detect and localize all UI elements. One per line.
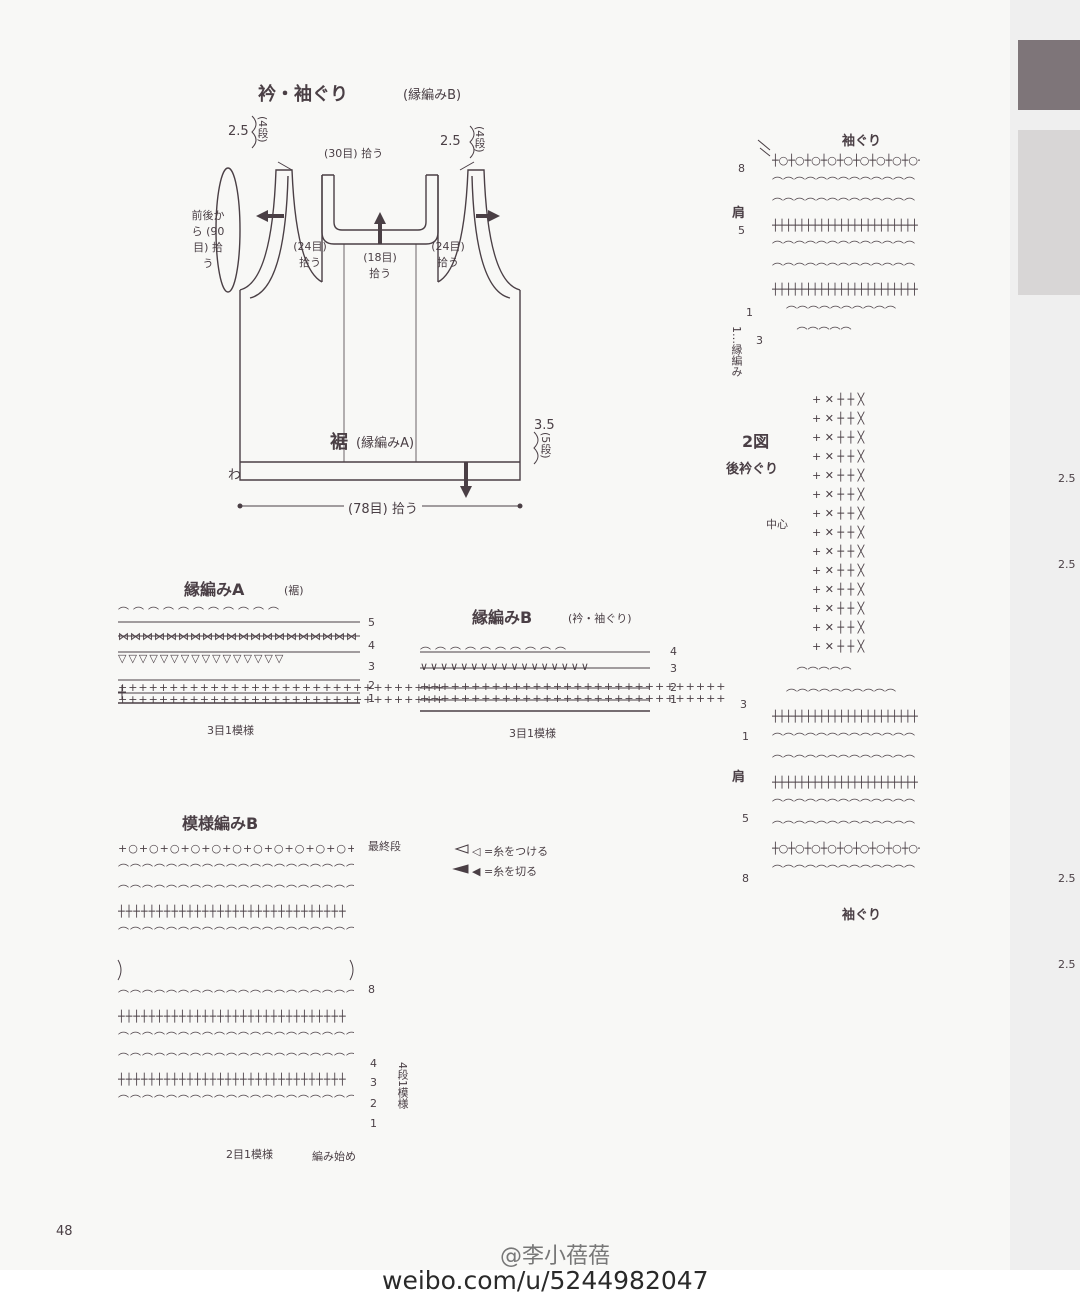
fig2-row-1-bottom: 1 xyxy=(742,730,749,743)
neck-armhole-title-sub: (縁編みB) xyxy=(403,88,462,103)
right-band-width: 2.5 xyxy=(440,134,461,149)
pattern-b-start: 編み始め xyxy=(312,1150,356,1163)
neck-armhole-title: 衿・袖ぐり xyxy=(258,84,348,105)
edge-a-row5-marks: ⌒⌒⌒⌒⌒⌒⌒⌒⌒⌒⌒ xyxy=(118,606,283,619)
front-back-count: 前後から (90目) 拾う xyxy=(191,209,225,270)
hem-width: 3.5 xyxy=(534,418,555,433)
edge-b-sub: (衿・袖ぐり) xyxy=(568,612,632,625)
ring-label: わ xyxy=(228,468,242,483)
fig2-lower-block: ⌒⌒⌒⌒⌒ ⌒⌒⌒⌒⌒⌒⌒⌒⌒⌒ ┼┼┼┼┼┼┼┼┼┼┼┼┼┼┼┼┼┼┼┼┼┼ … xyxy=(772,666,920,877)
edge-a-row4-marks: ⋈⋈⋈⋈⋈⋈⋈⋈⋈⋈⋈⋈⋈⋈⋈⋈⋈⋈⋈⋈ xyxy=(118,630,358,643)
chapter-band xyxy=(1018,130,1080,295)
fig2-edge-label: 1…縁編み xyxy=(730,326,743,377)
fig2-neck-block: + ✕ ┼ ┼ ╳+ ✕ ┼ ┼ ╳+ ✕ ┼ ┼ ╳+ ✕ ┼ ┼ ╳ + ✕… xyxy=(812,393,865,653)
edge-b-chart xyxy=(420,651,650,712)
fig2-subtitle: 後衿ぐり xyxy=(726,462,779,477)
left-band-rows: (4段) xyxy=(256,116,269,143)
edge-b-row-1: 1 xyxy=(670,693,677,706)
side-mark-4: 2.5 xyxy=(1058,958,1076,971)
fig2-armhole-top: 袖ぐり xyxy=(842,134,882,149)
fig2-shoulder-bottom: 肩 xyxy=(732,770,746,785)
book-page xyxy=(0,0,1010,1302)
edge-b-row-3: 3 xyxy=(670,662,677,675)
edge-a-title: 縁編みA xyxy=(184,580,245,599)
pattern-b-row-3: 3 xyxy=(370,1076,377,1089)
armhole-left-count: (24目) 拾う xyxy=(293,240,327,269)
pattern-b-rows: +○+○+○+○+○+○+○+○+○+○+○+○+○+○+○+○+○+○ ⌒⌒⌒… xyxy=(118,842,354,1107)
neck-center-count: (18目) 拾う xyxy=(363,251,397,280)
fig2-row-3-top: 3 xyxy=(756,334,763,347)
pattern-b-row-1: 1 xyxy=(370,1117,377,1130)
page-number: 48 xyxy=(56,1224,73,1239)
legend-attach: ◁ =糸をつける xyxy=(472,845,549,858)
neck-top-count: (30目) 拾う xyxy=(324,147,384,160)
pattern-b-title: 模様編みB xyxy=(182,814,259,833)
left-band-width: 2.5 xyxy=(228,124,249,139)
fig2-row-3-bottom: 3 xyxy=(740,698,747,711)
pattern-b-row-2: 2 xyxy=(370,1097,377,1110)
right-band-rows: (4段) xyxy=(473,126,486,153)
fig2-row-1-top: 1 xyxy=(746,306,753,319)
fig2-center: 中心 xyxy=(766,518,788,531)
legend-cut: ◀ =糸を切る xyxy=(472,865,538,878)
pattern-b-chart xyxy=(117,959,354,981)
watermark-url: weibo.com/u/5244982047 xyxy=(382,1266,709,1295)
edge-b-row-4: 4 xyxy=(670,645,677,658)
edge-b-row4-marks: ⌒⌒⌒⌒⌒⌒⌒⌒⌒⌒ xyxy=(420,646,570,659)
pattern-b-row-8: 8 xyxy=(368,983,375,996)
edge-a-row3-marks: ▽▽▽▽▽▽▽▽▽▽▽▽▽▽▽▽ xyxy=(118,652,286,665)
edge-a-row-2: 2 xyxy=(368,679,375,692)
pattern-b-last-row: 最終段 xyxy=(368,840,401,853)
watermark-handle: @李小蓓蓓 xyxy=(500,1244,611,1269)
fig2-row-5-top: 5 xyxy=(738,224,745,237)
edge-a-row-4: 4 xyxy=(368,639,375,652)
fig2-row-8-top: 8 xyxy=(738,162,745,175)
edge-a-sub: (裾) xyxy=(284,584,304,597)
fig2-armhole-bottom: 袖ぐり xyxy=(842,908,882,923)
legend-symbols xyxy=(452,844,469,874)
edge-a-chart xyxy=(118,621,360,704)
garment-markers xyxy=(237,210,523,509)
edge-a-row-3: 3 xyxy=(368,660,375,673)
edge-b-row2-marks: ++++++++++++++++++++++++++++++ xyxy=(420,680,727,693)
fig2-shoulder-top: 肩 xyxy=(732,206,746,221)
armhole-right-count: (24目) 拾う xyxy=(431,240,465,269)
bottom-count: (78目) 拾う xyxy=(344,498,422,517)
fig2-title: 2図 xyxy=(742,432,770,451)
side-mark-2: 2.5 xyxy=(1058,558,1076,571)
hem-rows: (5段) xyxy=(539,432,552,459)
edge-b-repeat: 3目1模様 xyxy=(509,727,556,740)
hem-label: 裾 xyxy=(330,432,348,453)
garment-outline xyxy=(215,167,521,507)
edge-b-row3-marks: ∨∨∨∨∨∨∨∨∨∨∨∨∨∨∨∨∨ xyxy=(420,660,591,673)
edge-b-row-2: 2 xyxy=(670,681,677,694)
edge-b-title: 縁編みB xyxy=(472,608,533,627)
chapter-tab xyxy=(1018,40,1080,110)
fig2-row-8-bottom: 8 xyxy=(742,872,749,885)
hem-sub-label: (縁編みA) xyxy=(356,436,415,451)
fig2-row-5-bottom: 5 xyxy=(742,812,749,825)
edge-a-row-5: 5 xyxy=(368,616,375,629)
side-mark-3: 2.5 xyxy=(1058,872,1076,885)
edge-a-row1-marks: ++++++++++++++++++++++++++++++++ xyxy=(118,693,445,706)
edge-b-row1-marks: ++++++++++++++++++++++++++++++ xyxy=(420,692,727,705)
pattern-b-row-4: 4 xyxy=(370,1057,377,1070)
edge-a-row-1: 1 xyxy=(368,692,375,705)
figure2-chart xyxy=(757,139,771,157)
pattern-b-row-repeat: 4段1模様 xyxy=(396,1062,409,1109)
dimension-braces xyxy=(251,115,539,465)
edge-a-row2-marks: ++++++++++++++++++++++++++++++++ xyxy=(118,681,445,694)
side-mark-1: 2.5 xyxy=(1058,472,1076,485)
edge-a-repeat: 3目1模様 xyxy=(207,724,254,737)
fig2-upper-block: ┼○┼○┼○┼○┼○┼○┼○┼○┼○┼○┼○┼ ⌒⌒⌒⌒⌒⌒⌒⌒⌒⌒⌒⌒⌒ ⌒⌒… xyxy=(772,154,920,339)
watermark-bar xyxy=(0,1270,1080,1302)
pattern-b-repeat: 2目1模様 xyxy=(226,1148,273,1161)
